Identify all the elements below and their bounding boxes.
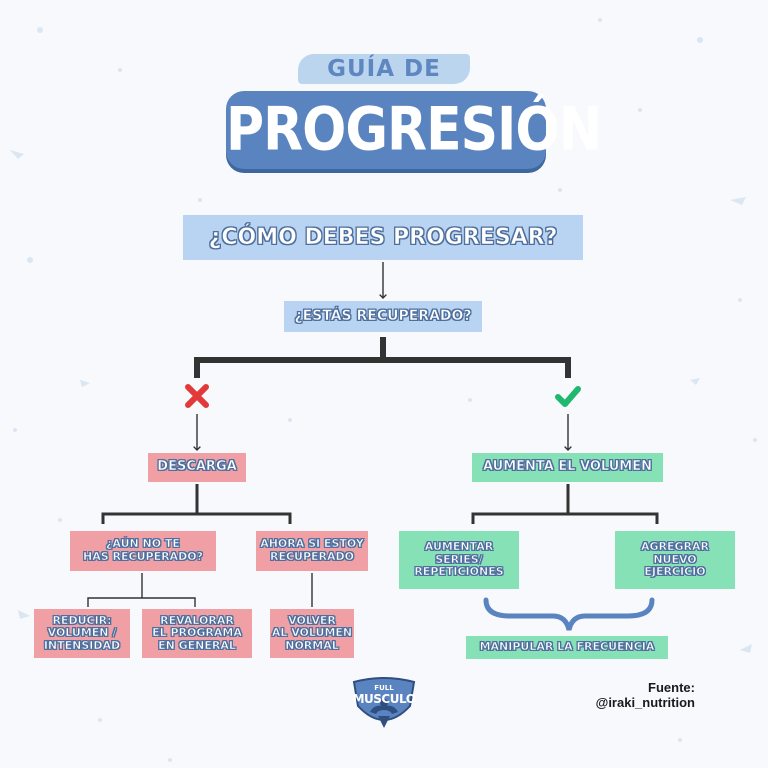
source-handle: @iraki_nutrition: [595, 695, 695, 710]
page-title: PROGRESIÓN: [226, 95, 602, 165]
red-x-icon: [185, 384, 209, 408]
return-option-node: VOLVER AL VOLUMEN NORMAL: [270, 609, 354, 658]
title-banner: [226, 91, 546, 169]
now-recovered-node: AHORA SI ESTOY RECUPERADO: [256, 531, 368, 571]
not-recovered-node: ¿AÚN NO TE HAS RECUPERADO?: [70, 531, 216, 571]
green-check-icon: [555, 386, 581, 407]
descarga-node: DESCARGA: [148, 453, 246, 482]
question-main-node: ¿CÓMO DEBES PROGRESAR?: [183, 215, 583, 260]
page-subtitle: GUÍA DE: [327, 56, 441, 82]
volumen-node: AUMENTA EL VOLUMEN: [472, 453, 663, 482]
sets-option-node: AUMENTAR SERIES/ REPETICIONES: [399, 531, 519, 589]
full-musculo-logo: [352, 677, 416, 728]
exercise-option-node: AGREGRAR NUEVO EJERCICIO: [615, 531, 735, 589]
question-recovered-node: ¿ESTÁS RECUPERADO?: [284, 301, 482, 332]
logo-text-musculo: MUSCULO: [352, 692, 416, 706]
frequency-node: MANIPULAR LA FRECUENCIA: [466, 636, 668, 659]
reduce-option-node: REDUCIR: VOLUMEN / INTENSIDAD: [34, 609, 130, 658]
subtitle-pill: [298, 54, 470, 84]
source-label: Fuente:: [648, 680, 695, 695]
logo-text-full: FULL: [374, 684, 394, 692]
source-credit: Fuente: @iraki_nutrition: [560, 680, 695, 710]
reassess-option-node: REVALORAR EL PROGRAMA EN GENERAL: [142, 609, 252, 658]
